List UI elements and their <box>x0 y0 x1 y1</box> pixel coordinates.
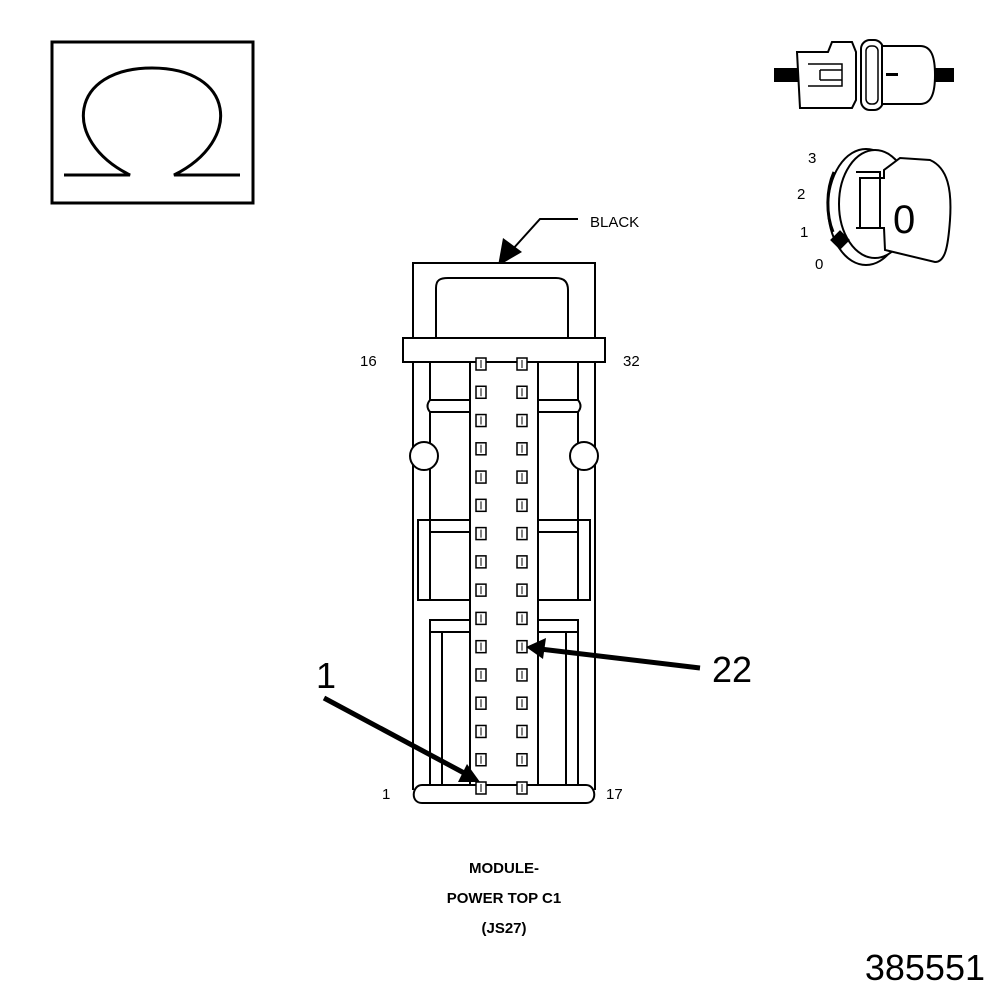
connector-disconnected-icon <box>774 39 954 111</box>
callout-arrow-1 <box>322 695 480 782</box>
document-number: 385551 <box>865 947 985 988</box>
ignition-position-3: 3 <box>808 150 816 167</box>
callout-label-1: 1 <box>316 655 336 696</box>
pin-label-1: 1 <box>382 786 390 803</box>
callout-label-22: 22 <box>712 649 752 690</box>
ohmmeter-icon <box>50 40 255 205</box>
latch-right <box>569 441 599 471</box>
ignition-position-labels: 3 2 1 0 <box>797 150 823 273</box>
caption-line-2: POWER TOP C1 <box>447 890 561 907</box>
caption-line-3: (JS27) <box>481 920 526 937</box>
pin-label-32: 32 <box>623 353 640 370</box>
latch-left <box>409 441 439 471</box>
ignition-position-1: 1 <box>800 224 808 241</box>
callout-arrow-22 <box>526 638 701 671</box>
connector-body <box>402 262 606 804</box>
color-leader <box>498 218 578 266</box>
ignition-position-2: 2 <box>797 186 805 203</box>
pin-label-16: 16 <box>360 353 377 370</box>
ignition-key-label: 0 <box>893 198 915 242</box>
pin-label-17: 17 <box>606 786 623 803</box>
ignition-key-icon <box>826 148 952 266</box>
pin-cavities <box>475 357 528 795</box>
ignition-position-0: 0 <box>815 256 823 273</box>
caption-line-1: MODULE- <box>469 860 539 877</box>
connector-color-label: BLACK <box>590 214 639 231</box>
